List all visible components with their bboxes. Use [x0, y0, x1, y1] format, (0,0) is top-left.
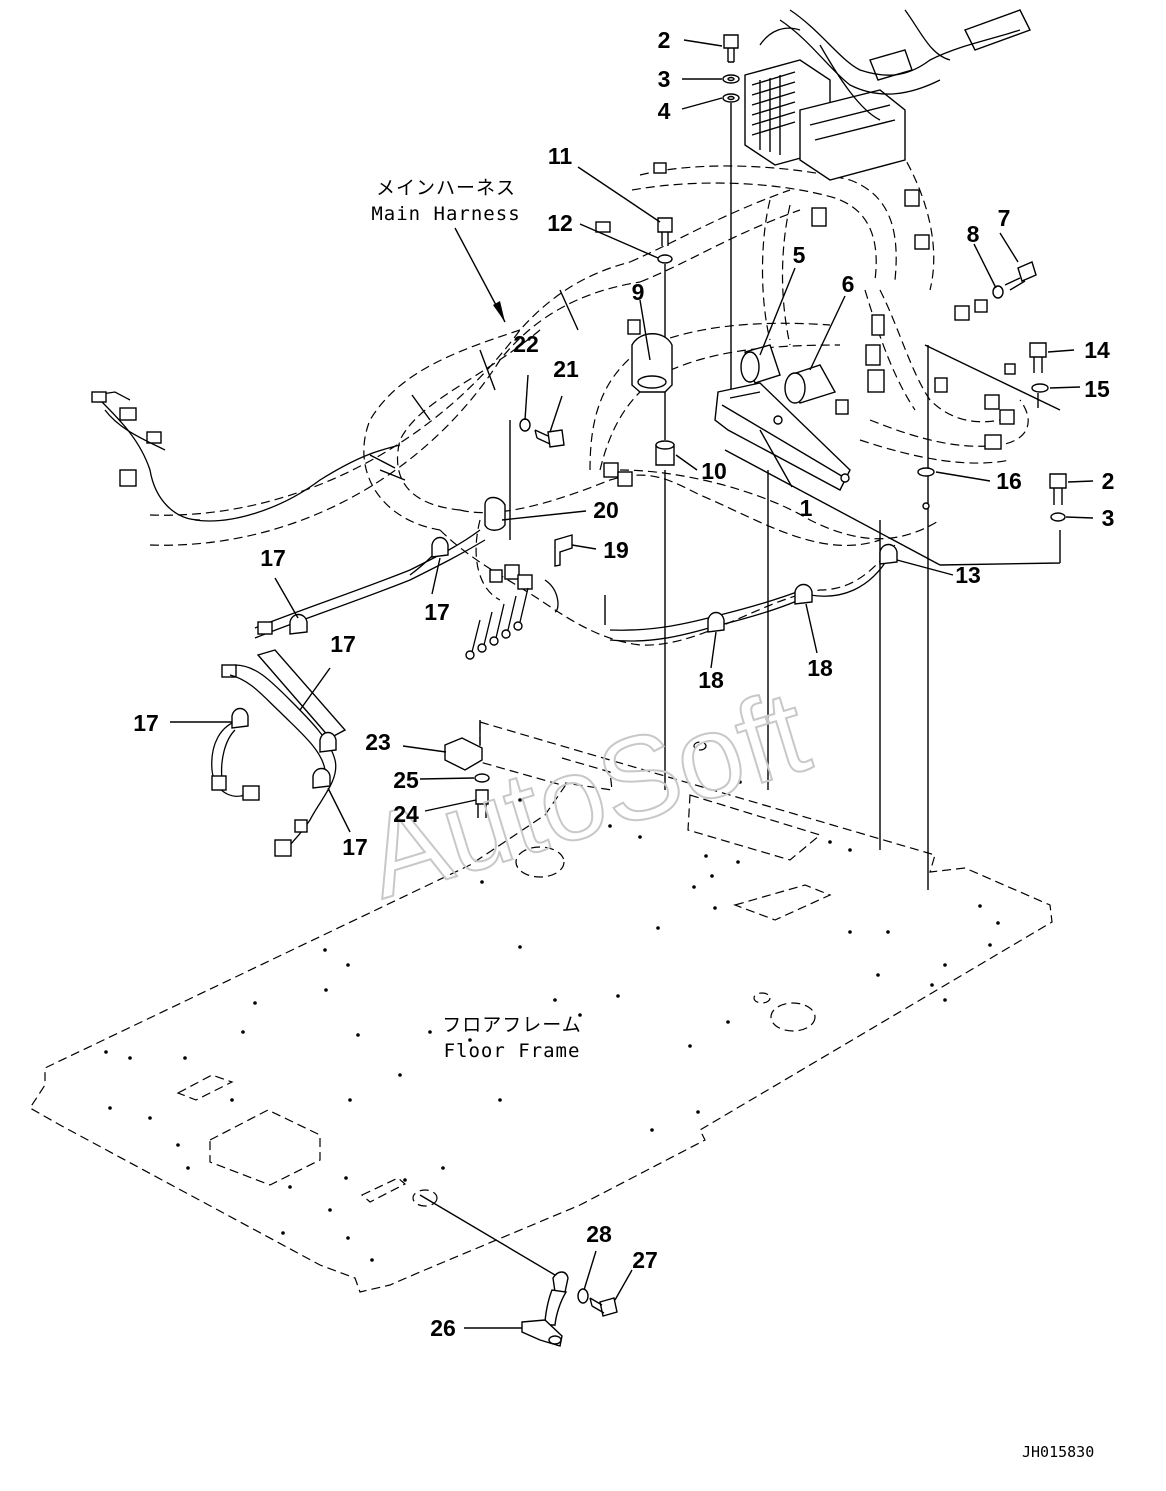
caption-main-harness: メインハーネス Main Harness [371, 177, 520, 225]
callout-17-a: 17 [260, 545, 286, 571]
callout-5: 5 [793, 242, 806, 268]
callout-17-c: 17 [330, 631, 356, 657]
caption-floor-frame: フロアフレーム Floor Frame [442, 1014, 581, 1062]
callout-4: 4 [658, 98, 671, 124]
leader-lines [170, 39, 1094, 1329]
callout-3-right: 3 [1102, 505, 1115, 531]
main-harness-en: Main Harness [371, 203, 520, 225]
callout-25: 25 [393, 767, 419, 793]
parts [231, 34, 1067, 1347]
main-harness [91, 149, 1029, 646]
main-harness-jp: メインハーネス [376, 177, 516, 199]
harness-connectors [211, 162, 1016, 857]
callout-19: 19 [603, 537, 629, 563]
callout-18-left: 18 [698, 667, 724, 693]
callout-10: 10 [701, 458, 727, 484]
callout-24: 24 [393, 801, 419, 827]
floor-frame-en: Floor Frame [444, 1040, 581, 1062]
callout-16: 16 [996, 468, 1022, 494]
callout-2-right: 2 [1102, 468, 1115, 494]
callout-21: 21 [553, 356, 579, 382]
callout-17-d: 17 [133, 710, 159, 736]
callout-numbers: 2 3 4 11 12 9 5 6 7 8 14 15 16 2 3 10 1 … [133, 27, 1114, 1341]
callout-28: 28 [586, 1221, 612, 1247]
watermark: AutoSoft [351, 665, 822, 924]
callout-3-top: 3 [658, 66, 671, 92]
drawing-code: JH015830 [1022, 1443, 1094, 1461]
callout-18-right: 18 [807, 655, 833, 681]
callout-22: 22 [513, 331, 539, 357]
floor-frame-jp: フロアフレーム [442, 1014, 581, 1036]
callout-11: 11 [548, 143, 573, 169]
callout-27: 27 [632, 1247, 658, 1273]
callout-17-e: 17 [342, 834, 368, 860]
callout-9: 9 [632, 279, 645, 305]
callout-2-top: 2 [658, 27, 671, 53]
callout-15: 15 [1084, 376, 1110, 402]
fuse-box [744, 9, 1031, 181]
callout-20: 20 [593, 497, 619, 523]
callout-7: 7 [998, 205, 1011, 231]
callout-26: 26 [430, 1315, 456, 1341]
callout-1: 1 [800, 495, 813, 521]
callout-14: 14 [1084, 337, 1110, 363]
callout-17-b: 17 [424, 599, 450, 625]
callout-23: 23 [365, 729, 391, 755]
callout-6: 6 [842, 271, 855, 297]
callout-8: 8 [967, 221, 980, 247]
callout-13: 13 [955, 562, 981, 588]
floor-frame [29, 721, 1053, 1293]
callout-12: 12 [547, 210, 573, 236]
